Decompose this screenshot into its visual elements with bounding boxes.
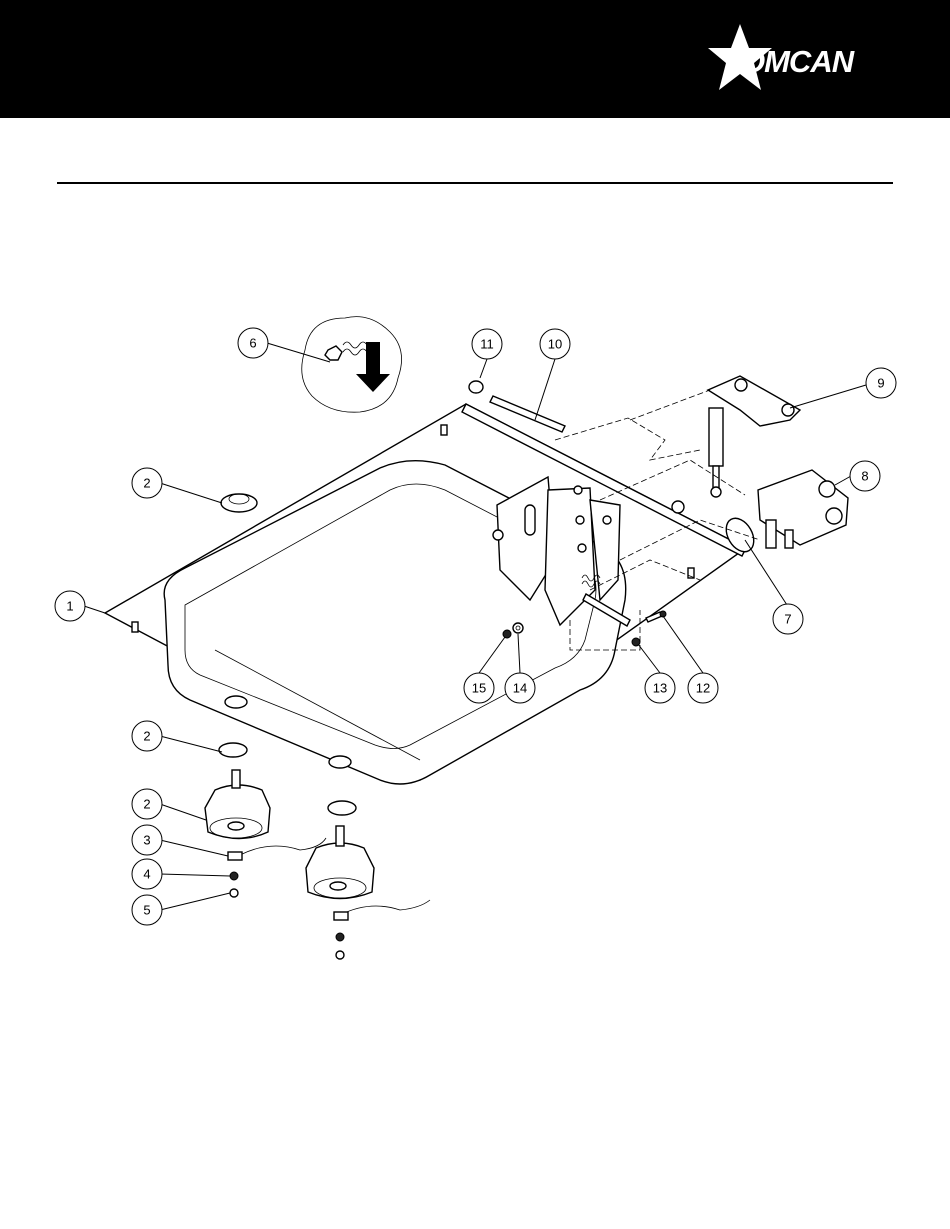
svg-text:14: 14 <box>513 681 527 696</box>
callout-3: 3 <box>132 825 162 855</box>
gasket-ring <box>328 801 356 815</box>
drain-hole <box>225 696 247 708</box>
callout-9: 9 <box>866 368 896 398</box>
drain-hole <box>329 756 351 768</box>
callout-10: 10 <box>540 329 570 359</box>
callout-2: 2 <box>132 721 162 751</box>
svg-text:2: 2 <box>143 476 150 491</box>
callout-5: 5 <box>132 895 162 925</box>
callout-2: 2 <box>132 468 162 498</box>
svg-text:10: 10 <box>548 337 562 352</box>
callout-1: 1 <box>55 591 85 621</box>
washer <box>513 623 523 633</box>
svg-text:1: 1 <box>66 599 73 614</box>
grommet <box>221 494 257 512</box>
callout-15: 15 <box>464 673 494 703</box>
svg-text:4: 4 <box>143 867 150 882</box>
callout-13: 13 <box>645 673 675 703</box>
svg-text:9: 9 <box>877 376 884 391</box>
svg-text:12: 12 <box>696 681 710 696</box>
clip <box>469 381 483 393</box>
svg-text:11: 11 <box>480 337 494 352</box>
callout-4: 4 <box>132 859 162 889</box>
svg-text:2: 2 <box>143 797 150 812</box>
svg-text:8: 8 <box>861 469 868 484</box>
svg-text:6: 6 <box>249 336 256 351</box>
callout-12: 12 <box>688 673 718 703</box>
callout-14: 14 <box>505 673 535 703</box>
callout-8: 8 <box>850 461 880 491</box>
callout-6: 6 <box>238 328 268 358</box>
svg-text:2: 2 <box>143 729 150 744</box>
callout-11: 11 <box>472 329 502 359</box>
detail-bubble <box>302 317 402 413</box>
svg-text:5: 5 <box>143 903 150 918</box>
gasket-ring <box>219 743 247 757</box>
gas-spring <box>709 408 723 466</box>
svg-text:7: 7 <box>784 612 791 627</box>
nut-detail <box>325 346 342 360</box>
callout-2: 2 <box>132 789 162 819</box>
nut <box>503 630 511 638</box>
svg-text:3: 3 <box>143 833 150 848</box>
callout-7: 7 <box>773 604 803 634</box>
svg-text:13: 13 <box>653 681 667 696</box>
svg-text:15: 15 <box>472 681 486 696</box>
